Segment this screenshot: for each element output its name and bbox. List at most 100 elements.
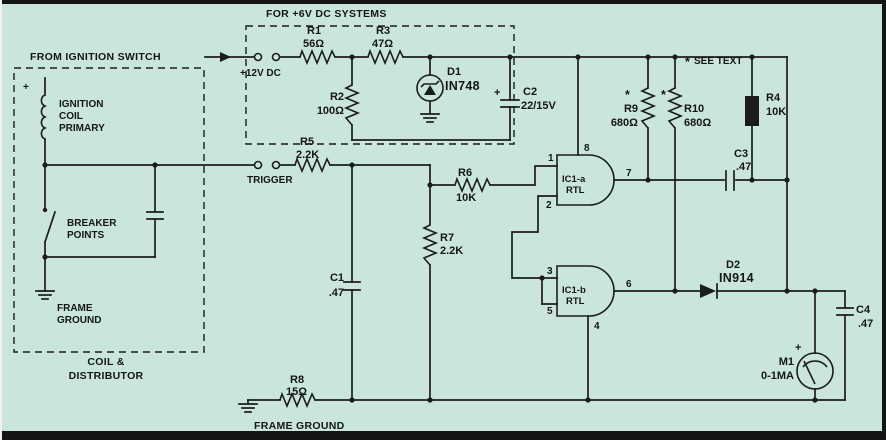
coil-plus-label: + (23, 82, 29, 93)
c3-ref: C3 (734, 148, 748, 160)
m1-val: 0-1MA (761, 370, 794, 382)
r9-ref: R9 (624, 103, 638, 115)
terminal-12v-right (271, 52, 281, 62)
c2-plus: + (494, 87, 500, 99)
ic1b-family: RTL (566, 296, 585, 307)
d2-val: IN914 (719, 271, 754, 285)
ic1b-pin5: 5 (547, 306, 553, 317)
coil-label-3: PRIMARY (59, 123, 105, 134)
d1-ref: D1 (447, 66, 461, 78)
ground-symbol-d1 (420, 113, 440, 123)
resistor-r6: R6 10K (454, 167, 491, 204)
capacitor-c4: C4 .47 (836, 304, 873, 330)
ic1b-pin6: 6 (626, 279, 632, 290)
ic1a-family: RTL (566, 185, 585, 196)
r9-val: 680Ω (611, 117, 638, 129)
ic1b-pin3: 3 (547, 266, 553, 277)
frame-ground-label-1: FRAME (57, 303, 93, 314)
resistor-r9: R9 680Ω * (611, 87, 657, 129)
resistor-r3: R3 47Ω (367, 25, 404, 66)
wiring (44, 52, 846, 401)
see-text-note: * SEE TEXT (685, 55, 742, 69)
resistor-r5: R5 2.2K (294, 136, 331, 174)
r10-val: 680Ω (684, 117, 711, 129)
r2-val: 100Ω (317, 105, 344, 117)
ic1a-pin2: 2 (546, 200, 552, 211)
r10-asterisk: * (661, 88, 666, 102)
r1-ref: R1 (307, 25, 321, 37)
terminal-trigger-right (271, 160, 281, 170)
six-volt-option-box (245, 25, 515, 145)
meter-m1: + M1 0-1MA (761, 342, 834, 390)
coil-distributor-box (13, 67, 205, 353)
c1-ref: C1 (330, 272, 344, 284)
from-ignition-label: FROM IGNITION SWITCH (30, 51, 161, 63)
r1-val: 56Ω (303, 38, 324, 50)
terminal-trigger-left (253, 160, 263, 170)
resistor-r7: R7 2.2K (421, 224, 463, 266)
diode-d2: D2 IN914 (700, 259, 754, 299)
ignition-coil-primary: + IGNITION COIL PRIMARY (23, 77, 105, 208)
points-label-2: POINTS (67, 230, 105, 241)
trigger-label: TRIGGER (247, 175, 293, 186)
r5-val: 2.2K (296, 149, 319, 161)
breaker-points: BREAKER POINTS (42, 207, 117, 292)
frame-ground-symbol-coil: FRAME GROUND (35, 290, 101, 326)
coil-box-title-2: DISTRIBUTOR (69, 370, 144, 382)
resistor-r1: R1 56Ω (299, 25, 336, 66)
coil-label-2: COIL (59, 111, 83, 122)
r2-ref: R2 (330, 91, 344, 103)
resistor-r8: R8 15Ω (279, 374, 316, 409)
resistor-r2: R2 100Ω (317, 84, 361, 126)
frame-ground-bottom-label: FRAME GROUND (254, 420, 345, 432)
gate-ic1a: IC1-a RTL 1 2 8 7 (546, 143, 632, 211)
r7-val: 2.2K (440, 245, 463, 257)
ic1b-ref: IC1-b (562, 285, 586, 296)
c3-val: .47 (736, 161, 751, 173)
terminal-12v-left (253, 52, 263, 62)
r10-ref: R10 (684, 103, 704, 115)
r3-ref: R3 (376, 25, 390, 37)
frame-ground-label-2: GROUND (57, 315, 101, 326)
r4-ref: R4 (766, 92, 781, 104)
see-text-asterisk: * (685, 55, 690, 69)
r4-val: 10K (766, 106, 786, 118)
ic1b-pin4: 4 (594, 321, 600, 332)
see-text-label: SEE TEXT (694, 56, 742, 67)
c4-ref: C4 (856, 304, 871, 316)
r6-val: 10K (456, 192, 476, 204)
d1-val: IN748 (445, 79, 480, 93)
input-terminals: +12V DC TRIGGER (240, 52, 293, 186)
coil-label-1: IGNITION (59, 99, 103, 110)
junction-dots (42, 54, 818, 403)
coil-box-title-1: COIL & (87, 356, 124, 368)
r7-ref: R7 (440, 232, 454, 244)
resistor-r10: R10 680Ω * (661, 87, 711, 129)
c2-val: 22/15V (521, 100, 557, 112)
condenser (44, 164, 164, 258)
r8-val: 15Ω (286, 386, 307, 398)
m1-ref: M1 (779, 356, 794, 368)
gate-ic1b: IC1-b RTL 3 5 4 6 (547, 265, 632, 332)
diode-d1-zener: D1 IN748 (416, 66, 480, 102)
ic1a-pin1: 1 (548, 153, 554, 164)
ic1a-pin7: 7 (626, 168, 632, 179)
r3-val: 47Ω (372, 38, 393, 50)
r9-asterisk: * (625, 88, 630, 102)
capacitor-c3: C3 .47 (725, 148, 751, 191)
capacitor-c1: C1 .47 (329, 272, 361, 299)
c2-ref: C2 (523, 86, 537, 98)
c4-val: .47 (858, 318, 873, 330)
d2-ref: D2 (726, 259, 740, 271)
v12-label: +12V DC (240, 68, 281, 79)
points-label-1: BREAKER (67, 218, 117, 229)
capacitor-c2: + C2 22/15V (494, 86, 557, 112)
meter-plus: + (795, 342, 801, 354)
c1-val: .47 (329, 287, 344, 299)
r6-ref: R6 (458, 167, 472, 179)
r5-ref: R5 (300, 136, 314, 148)
frame-ground-symbol-bottom (238, 399, 258, 413)
